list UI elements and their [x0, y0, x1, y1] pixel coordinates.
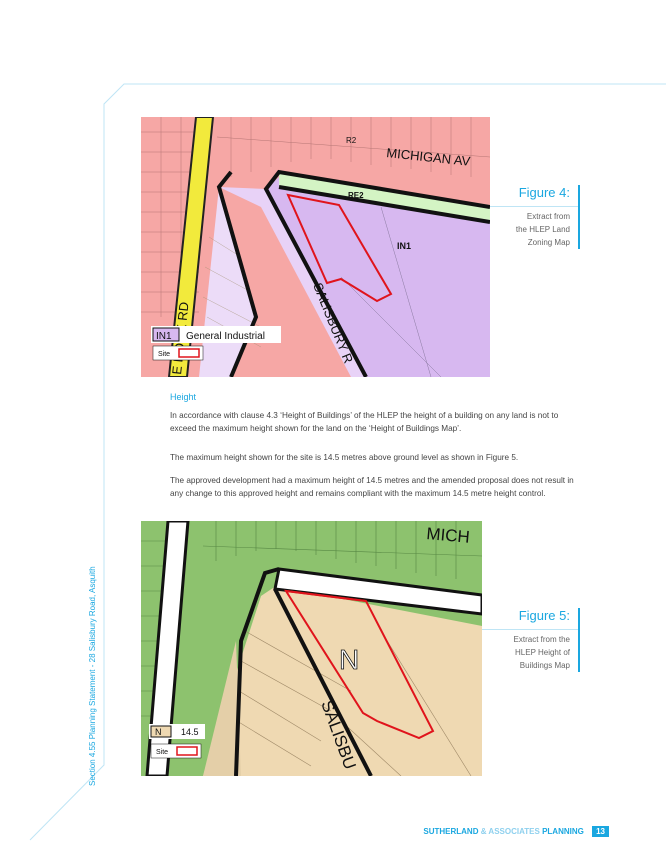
map-legend: N 14.5 Site — [149, 724, 205, 759]
page-number: 13 — [592, 826, 609, 837]
legend-height-value: 14.5 — [181, 727, 199, 737]
map-label-zone-n: N — [339, 644, 359, 675]
page-footer: SUTHERLAND & ASSOCIATES PLANNING 13 — [423, 826, 609, 837]
figure-4-caption: Figure 4: Extract from the HLEP Land Zon… — [516, 185, 580, 249]
figure-5-desc-line: HLEP Height of — [515, 648, 570, 657]
figure-4-desc-line: Zoning Map — [527, 238, 570, 247]
legend-site: Site — [158, 351, 170, 358]
map-label-re2: RE2 — [348, 191, 364, 200]
figure-5-desc-line: Extract from the — [513, 635, 570, 644]
caption-divider — [490, 206, 578, 207]
map-label-r2: R2 — [346, 136, 357, 145]
legend-code: IN1 — [156, 331, 172, 342]
body-paragraph: In accordance with clause 4.3 ‘Height of… — [170, 411, 559, 433]
body-paragraph: The approved development had a maximum h… — [170, 476, 574, 498]
figure-4-desc-line: the HLEP Land — [515, 225, 570, 234]
height-map: MICH N SALISBU N 14.5 Site — [141, 521, 482, 776]
footer-brand-associates: & ASSOCIATES — [480, 827, 540, 836]
map-legend: IN1 General Industrial Site — [151, 326, 281, 361]
legend-label: General Industrial — [186, 331, 265, 342]
map-label-in1: IN1 — [397, 241, 411, 251]
zoning-map: R2 MICHIGAN AV RE2 IN1 E DOOK RD SALISBU… — [141, 117, 490, 377]
legend-code: N — [155, 727, 162, 737]
side-document-title: Section 4.55 Planning Statement - 28 Sal… — [88, 566, 97, 786]
caption-divider — [482, 629, 578, 630]
figure-5-desc-line: Buildings Map — [519, 661, 570, 670]
map-label-mich: MICH — [426, 524, 471, 547]
section-heading: Height — [170, 392, 197, 402]
figure-4-desc-line: Extract from — [526, 212, 570, 221]
figure-4-title: Figure 4: — [518, 185, 570, 200]
footer-brand-sutherland: SUTHERLAND — [423, 827, 479, 836]
body-paragraph: The maximum height shown for the site is… — [170, 453, 519, 462]
legend-site: Site — [156, 749, 168, 756]
figure-5-title: Figure 5: — [518, 608, 570, 623]
figure-5-caption: Figure 5: Extract from the HLEP Height o… — [514, 608, 580, 672]
footer-brand-planning: PLANNING — [542, 827, 584, 836]
